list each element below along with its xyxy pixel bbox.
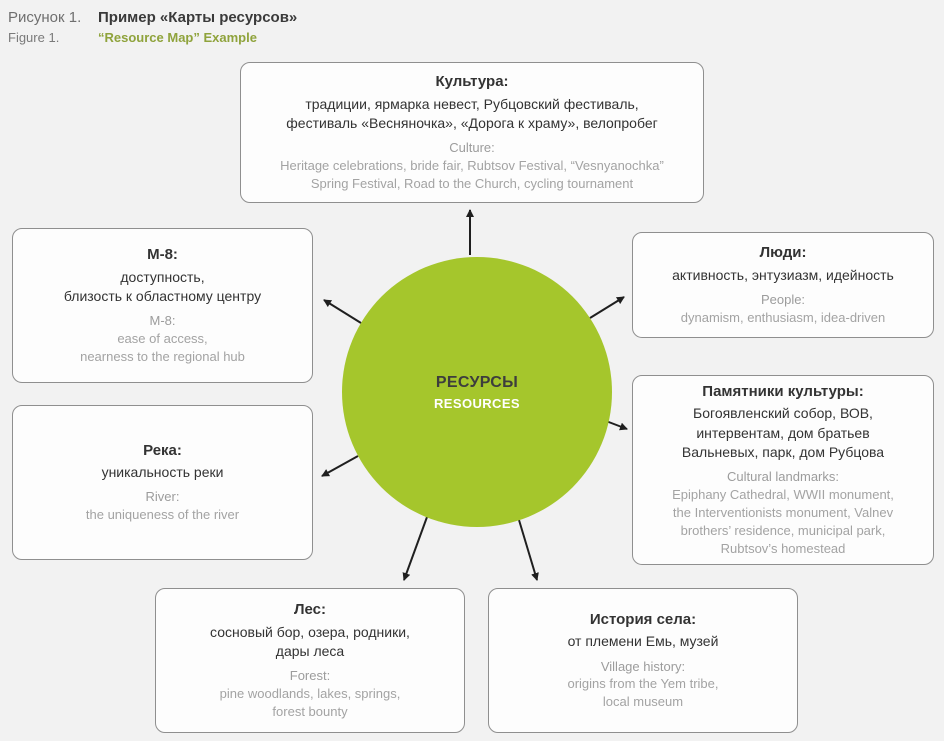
node-people-title-en: People: <box>760 291 806 307</box>
node-people: Люди: активность, энтузиазм, идейность P… <box>632 232 934 338</box>
arrow-to-m8 <box>323 299 362 324</box>
figure-title-ru: Пример «Карты ресурсов» <box>98 9 298 26</box>
node-people-body-en: dynamism, enthusiasm, idea-driven <box>680 309 886 325</box>
node-culture-body-ru: традиции, ярмарка невест, Рубцовский фес… <box>286 95 658 131</box>
node-culture: Культура: традиции, ярмарка невест, Рубц… <box>240 62 704 203</box>
node-river-body-en: the uniqueness of the river <box>85 507 240 523</box>
node-m8-title-en: М-8: <box>149 313 176 329</box>
node-people-title-ru: Люди: <box>759 244 807 262</box>
central-node-resources: РЕСУРСЫ RESOURCES <box>342 257 612 527</box>
arrow-to-forest <box>402 516 428 581</box>
central-title-ru: РЕСУРСЫ <box>435 373 519 391</box>
arrow-to-river <box>321 455 359 477</box>
node-history-body-ru: от племени Емь, музей <box>567 633 719 650</box>
arrow-to-history <box>518 519 539 581</box>
node-history-title-ru: История села: <box>589 610 697 628</box>
figure-header: Рисунок 1. Пример «Карты ресурсов» Figure… <box>8 8 297 47</box>
node-people-body-ru: активность, энтузиазм, идейность <box>672 266 894 283</box>
arrow-to-people <box>589 296 625 319</box>
node-river-title-ru: Река: <box>143 441 182 459</box>
figure-caption-ru: Рисунок 1. Пример «Карты ресурсов» <box>8 8 297 28</box>
node-history-title-en: Village history: <box>600 658 686 674</box>
central-title-en: RESOURCES <box>434 395 520 411</box>
node-landmarks-title-en: Cultural landmarks: <box>727 469 839 485</box>
node-cultural-landmarks: Памятники культуры: Богоявленский собор,… <box>632 375 934 565</box>
node-river-body-ru: уникальность реки <box>101 464 224 481</box>
node-forest-title-ru: Лес: <box>293 601 326 619</box>
node-village-history: История села: от племени Емь, музей Vill… <box>488 588 798 733</box>
figure-label-en: Figure 1. <box>8 30 60 46</box>
node-culture-title-ru: Культура: <box>435 73 509 91</box>
node-landmarks-body-en: Epiphany Cathedral, WWII monument, the I… <box>672 487 894 557</box>
node-landmarks-body-ru: Богоявленский собор, ВОВ, интервентам, д… <box>681 405 885 461</box>
arrow-to-landmarks <box>605 420 628 431</box>
node-m8: М-8: доступность, близость к областному … <box>12 228 313 383</box>
node-river-title-en: River: <box>145 489 180 505</box>
node-m8-body-ru: доступность, близость к областному центр… <box>63 268 262 304</box>
node-river: Река: уникальность реки River: the uniqu… <box>12 405 313 560</box>
figure-label-ru: Рисунок 1. <box>8 9 82 26</box>
node-culture-title-en: Culture: <box>449 140 495 156</box>
node-forest: Лес: сосновый бор, озера, родники, дары … <box>155 588 465 733</box>
node-forest-body-ru: сосновый бор, озера, родники, дары леса <box>210 623 410 659</box>
node-culture-body-en: Heritage celebrations, bride fair, Rubts… <box>280 158 664 192</box>
node-m8-title-ru: М-8: <box>147 246 178 264</box>
node-m8-body-en: ease of access, nearness to the regional… <box>80 331 245 364</box>
figure-caption-en: Figure 1. “Resource Map” Example <box>8 29 297 47</box>
figure-title-en: “Resource Map” Example <box>98 30 257 46</box>
node-landmarks-title-ru: Памятники культуры: <box>702 382 864 400</box>
node-history-body-en: origins from the Yem tribe, local museum <box>567 676 719 710</box>
node-forest-title-en: Forest: <box>289 668 331 684</box>
node-forest-body-en: pine woodlands, lakes, springs, forest b… <box>219 686 401 719</box>
